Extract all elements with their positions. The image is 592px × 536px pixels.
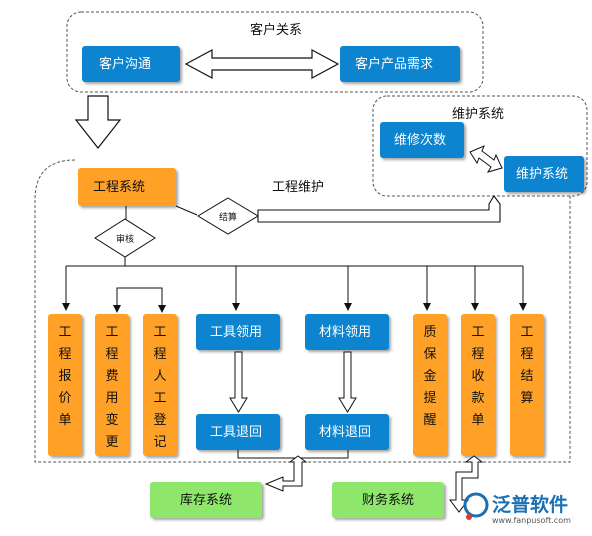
mat-issue-node xyxy=(305,314,389,350)
logo-brand: 泛普软件 xyxy=(492,493,568,516)
cost-change-label: 工程费用变更 xyxy=(105,325,118,450)
eng-settle-node xyxy=(510,314,544,456)
maintain-system-group xyxy=(372,95,588,197)
vertical-labels: 工程报价单 工程费用变更 工程人工登记 质保金提醒 工程收款单 工程结算 xyxy=(58,325,533,450)
eng-system-node xyxy=(78,168,176,206)
eng-system-label: 工程系统 xyxy=(93,180,145,195)
inventory-node xyxy=(150,482,262,518)
tool-issue-node xyxy=(196,314,280,350)
eng-settle-label: 工程结算 xyxy=(520,325,533,406)
repair-count-label: 维修次数 xyxy=(394,132,446,148)
mat-down-arrow-icon xyxy=(338,351,357,413)
labor-label: 工程人工登记 xyxy=(153,325,166,450)
tool-issue-label: 工具领用 xyxy=(210,325,262,340)
cost-change-node xyxy=(95,314,129,456)
mat-return-node xyxy=(305,414,389,450)
small-double-arrow-icon xyxy=(469,145,503,173)
down-hollow-arrow-icon xyxy=(74,95,122,149)
receipt-node xyxy=(461,314,495,456)
warranty-node xyxy=(413,314,447,456)
customer-comm-node xyxy=(82,46,180,82)
customer-need-label: 客户产品需求 xyxy=(355,56,433,72)
quote-node xyxy=(48,314,82,456)
eng-to-settle-line xyxy=(175,205,198,216)
double-arrow-icon xyxy=(184,48,340,80)
settle-diamond xyxy=(197,197,259,235)
settle-label: 结算 xyxy=(219,211,237,223)
engineering-group xyxy=(34,159,571,463)
review-label: 审核 xyxy=(116,233,134,245)
receipt-label: 工程收款单 xyxy=(471,325,484,428)
logo-url: www.fanpusoft.com xyxy=(492,516,571,525)
finance-node xyxy=(332,482,444,518)
settle-hollow-arrow-icon xyxy=(257,195,501,223)
branch-sub xyxy=(116,287,163,310)
finance-label: 财务系统 xyxy=(362,492,414,508)
mat-return-label: 材料退回 xyxy=(319,425,371,440)
customer-comm-label: 客户沟通 xyxy=(99,56,151,72)
warranty-label: 质保金提醒 xyxy=(423,325,436,428)
fanpu-logo: 泛普软件 www.fanpusoft.com xyxy=(463,492,571,525)
logo-dot-icon xyxy=(466,514,472,520)
maintain-system-title: 维护系统 xyxy=(452,107,504,122)
finance-bent-arrow-icon xyxy=(449,455,484,513)
labor-node xyxy=(143,314,177,456)
inventory-bent-arrow-icon xyxy=(264,455,308,492)
customer-relation-group xyxy=(66,11,484,93)
engineering-title: 工程维护 xyxy=(272,180,324,195)
logo-mark-icon xyxy=(463,492,489,518)
inventory-label: 库存系统 xyxy=(180,492,232,508)
return-bracket xyxy=(237,450,349,459)
quote-label: 工程报价单 xyxy=(58,325,71,428)
maint-system-label: 维护系统 xyxy=(516,167,568,182)
tool-return-label: 工具退回 xyxy=(210,425,262,440)
tool-return-node xyxy=(196,414,280,450)
tool-down-arrow-icon xyxy=(229,351,248,413)
customer-relation-title: 客户关系 xyxy=(250,22,302,38)
repair-count-node xyxy=(380,122,464,158)
mat-issue-label: 材料领用 xyxy=(319,325,371,340)
customer-need-node xyxy=(340,46,460,82)
maint-system-node xyxy=(504,156,584,192)
